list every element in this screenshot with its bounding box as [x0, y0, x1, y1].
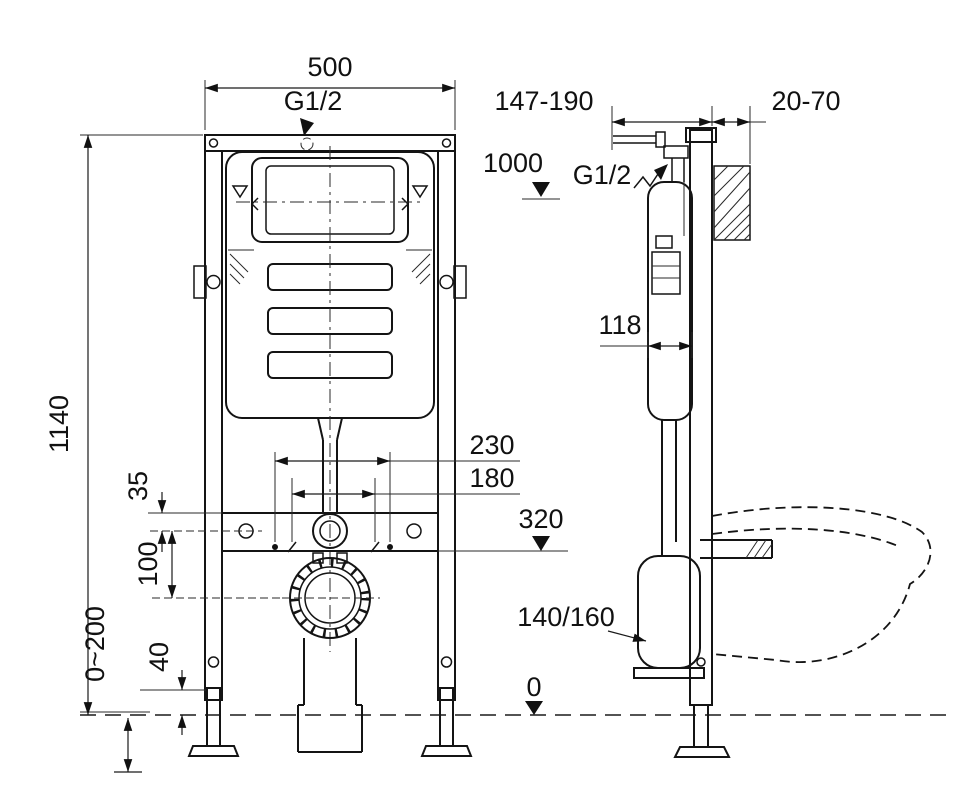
dim-spacing-outer: 230	[274, 430, 520, 542]
dim-frame-width: 500	[204, 52, 456, 130]
front-outlet	[282, 552, 380, 753]
front-feet	[187, 687, 473, 757]
dim-wall-distance-label: 147-190	[494, 86, 593, 116]
actuator-and-inlet	[613, 131, 689, 182]
dim-outlet-variants-label: 140/160	[517, 602, 615, 632]
side-view: 147-190 20-70 G1/2 1000	[483, 86, 932, 758]
dim-depth: 118	[598, 310, 693, 358]
level-floor: 0	[525, 672, 543, 715]
level-floor-label: 0	[526, 672, 541, 702]
dim-spacing-inner-label: 180	[469, 463, 514, 493]
dim-foot-range: 0~200	[80, 606, 142, 773]
dim-foot-gap-label: 40	[144, 642, 174, 672]
dim-plate-gap-label: 35	[123, 471, 153, 501]
level-outlet-marker-icon	[532, 536, 550, 551]
front-inlet-callout: G1/2	[284, 86, 343, 151]
front-inlet-label: G1/2	[284, 86, 343, 116]
dim-foot-gap: 40	[140, 642, 206, 735]
front-frame	[193, 134, 467, 701]
dim-plate-gap: 35	[123, 471, 262, 552]
dim-drop-label: 100	[133, 541, 163, 586]
toilet-bowl-outline	[711, 506, 932, 663]
level-top-label: 1000	[483, 148, 543, 178]
dim-foot-range-label: 0~200	[80, 606, 110, 682]
level-top: 1000	[483, 148, 560, 200]
level-outlet: 320	[438, 504, 568, 552]
dim-frame-height: 1140	[44, 134, 203, 715]
dim-wall-thickness-label: 20-70	[771, 86, 840, 116]
dim-wall-distance: 147-190	[494, 86, 713, 150]
dim-frame-height-label: 1140	[44, 395, 74, 453]
side-frame	[673, 127, 731, 758]
side-inlet-label: G1/2	[573, 160, 632, 190]
front-flush-pipe	[317, 146, 343, 652]
level-outlet-label: 320	[518, 504, 563, 534]
side-pipes	[633, 420, 773, 679]
dim-depth-label: 118	[598, 310, 641, 340]
dim-spacing-inner: 180	[291, 463, 520, 542]
dim-wall-thickness: 20-70	[712, 86, 841, 164]
level-top-marker-icon	[532, 182, 550, 197]
dim-drop: 100	[133, 531, 282, 599]
side-inlet-arrow-icon	[654, 164, 668, 180]
side-inlet-callout: G1/2	[573, 160, 668, 190]
dim-spacing-outer-label: 230	[469, 430, 514, 460]
level-floor-marker-icon	[525, 701, 543, 715]
side-cistern	[647, 181, 693, 421]
wall-section	[713, 165, 751, 241]
inlet-arrow-icon	[300, 118, 314, 136]
front-view: 500 G1/2 1140 35 100	[44, 52, 568, 773]
dim-frame-width-label: 500	[307, 52, 352, 82]
dim-outlet-variants: 140/160	[517, 602, 647, 642]
front-mounting-plate	[222, 512, 438, 553]
